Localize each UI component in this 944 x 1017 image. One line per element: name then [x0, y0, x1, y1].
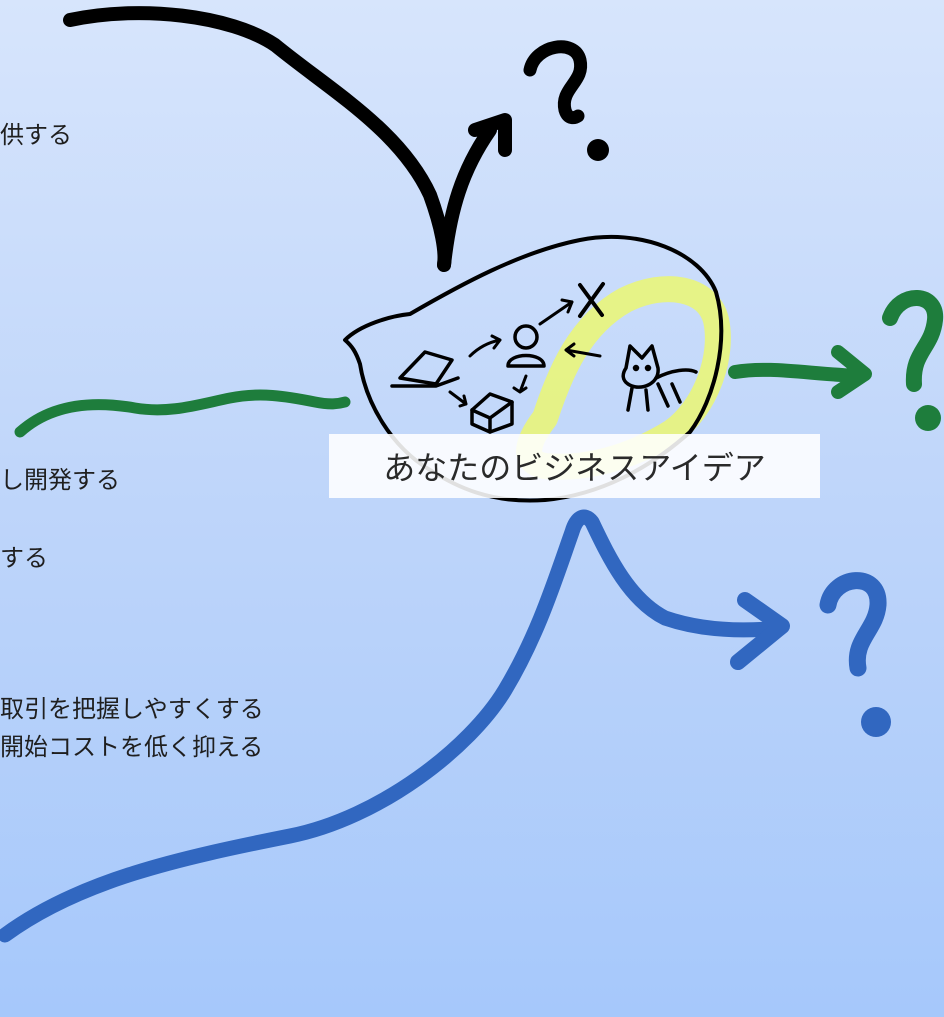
text-fragment-4: 取引を把握しやすくする [0, 695, 264, 723]
center-label: あなたのビジネスアイデア [329, 434, 820, 498]
box-icon [470, 392, 514, 434]
green-arrow [728, 345, 872, 399]
person-icon [506, 324, 546, 368]
green-path [14, 389, 351, 438]
laptop-icon [390, 350, 460, 388]
black-arrow [437, 113, 512, 272]
question-mark-icon [523, 40, 609, 161]
black-path [63, 6, 452, 272]
question-mark-icon [819, 572, 891, 737]
flow-arrows [448, 298, 602, 408]
question-mark-icon [882, 290, 944, 431]
text-fragment-1: 供する [0, 121, 72, 149]
text-fragment-3: する [0, 544, 48, 572]
blue-arrow-head [730, 592, 790, 670]
blue-path [0, 509, 788, 943]
text-fragment-2: し開発する [0, 466, 120, 494]
text-fragment-5: 開始コストを低く抑える [0, 733, 264, 761]
x-mark-icon [578, 282, 605, 318]
cat-icon [621, 344, 698, 412]
